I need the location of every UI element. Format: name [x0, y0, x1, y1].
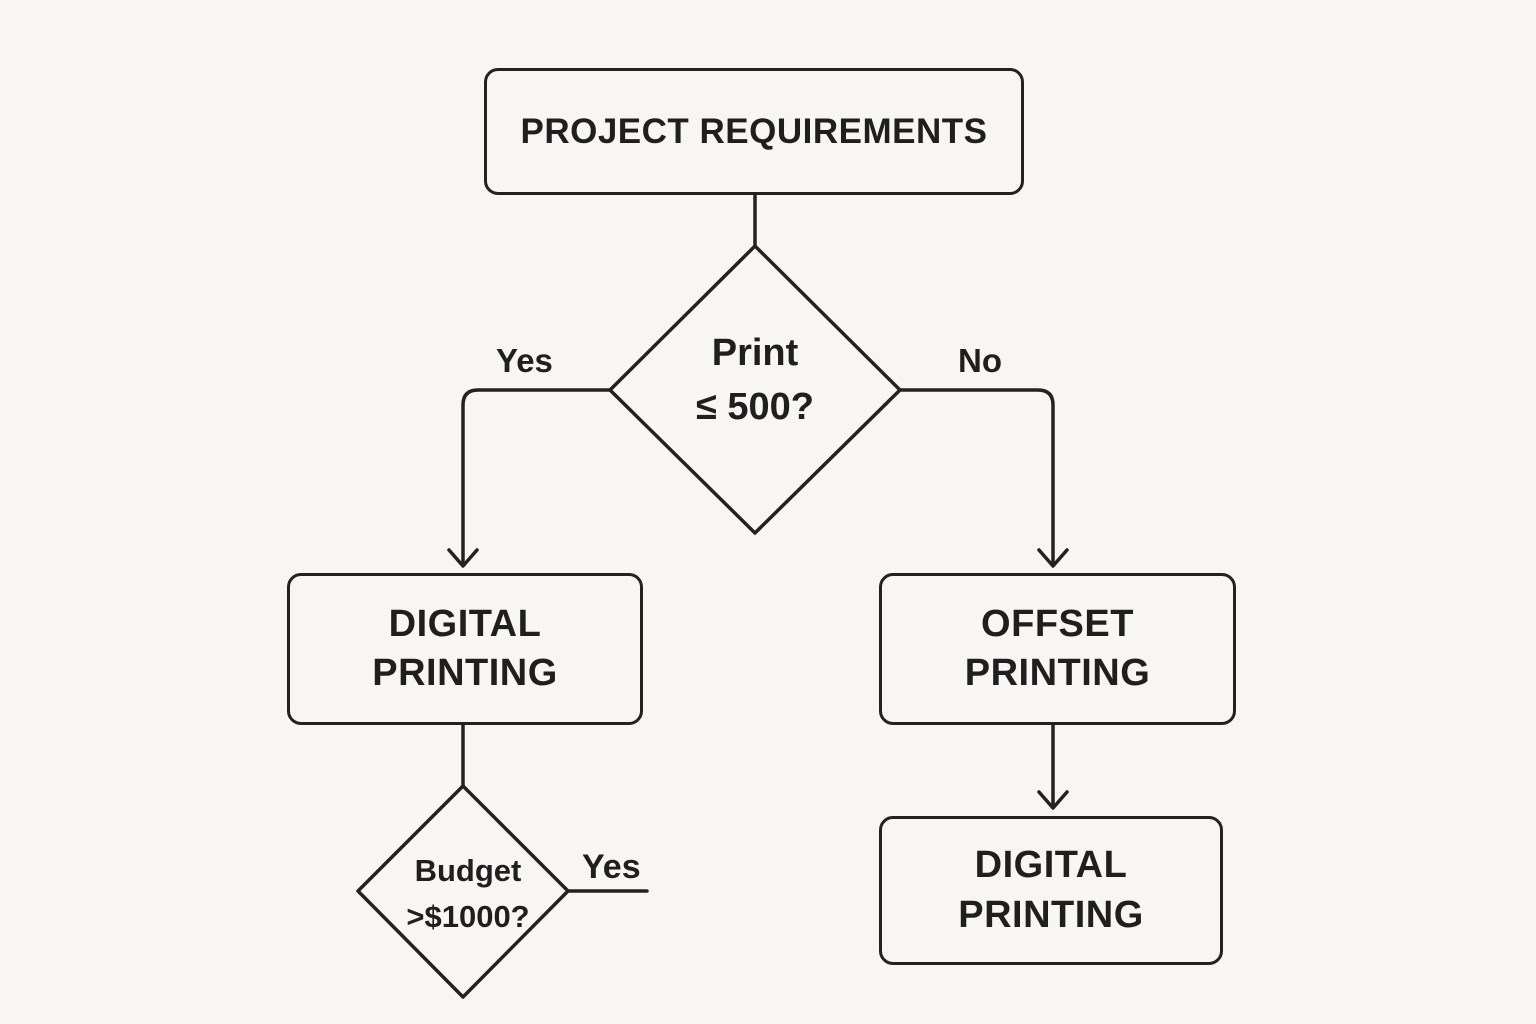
digital-printing-secondary-line1: DIGITAL	[974, 844, 1128, 887]
connector-no-branch	[898, 388, 1055, 567]
branch-no-label: No	[958, 342, 1002, 379]
arrowhead-offset-down	[1037, 790, 1069, 810]
branch-yes-label: Yes	[496, 342, 553, 379]
digital-printing-secondary-line2: PRINTING	[958, 893, 1144, 936]
decision-budget-diamond	[356, 784, 570, 999]
decision-quantity-line1: Print	[711, 332, 799, 374]
decision-budget-line1: Budget	[414, 853, 522, 888]
offset-printing-line1: OFFSET	[981, 602, 1134, 645]
offset-printing-line2: PRINTING	[964, 652, 1151, 694]
digital-printing-line1: DIGITAL	[388, 602, 542, 645]
decision-quantity-line2: ≤ 500?	[695, 386, 815, 428]
decision-budget-text: Budget >$1000?	[378, 848, 558, 940]
offset-printing-box: OFFSET PRINTING	[879, 573, 1236, 725]
start-box-project-requirements: PROJECT REQUIREMENTS	[484, 68, 1024, 195]
decision-quantity-diamond	[608, 244, 902, 535]
decision-budget-line2: >$1000?	[406, 899, 530, 934]
digital-printing-box: DIGITAL PRINTING	[287, 573, 643, 725]
digital-printing-line2: PRINTING	[372, 652, 558, 694]
arrowhead-yes	[447, 548, 479, 568]
decision-quantity-text: Print ≤ 500?	[655, 326, 855, 434]
arrowhead-no	[1037, 548, 1069, 568]
budget-yes-label: Yes	[582, 848, 641, 886]
start-box-label: PROJECT REQUIREMENTS	[520, 111, 988, 151]
connector-yes-branch	[461, 388, 612, 567]
digital-printing-box-secondary: DIGITAL PRINTING	[879, 816, 1223, 965]
